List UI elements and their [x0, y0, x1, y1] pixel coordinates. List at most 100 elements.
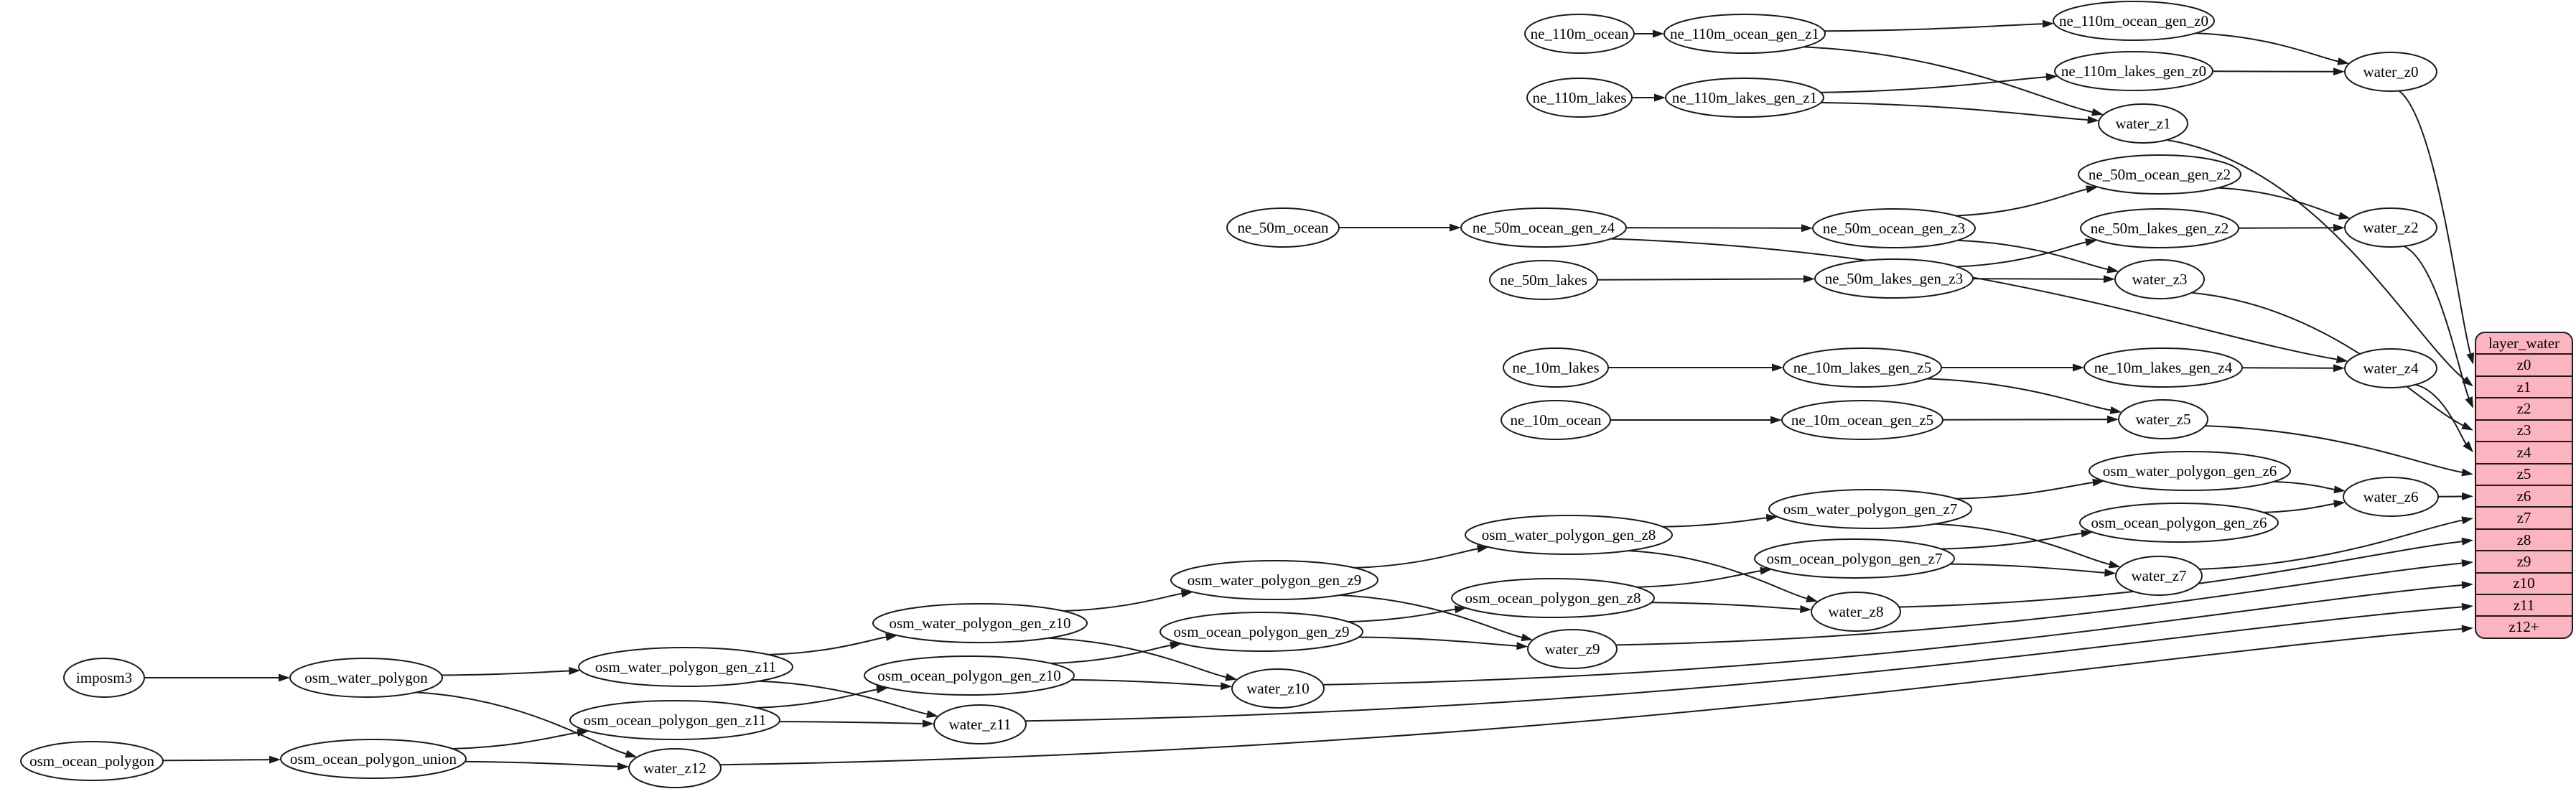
edge-osm_water_polygon_gen_z10-to-water_z10	[1047, 637, 1226, 678]
node-ne_50m_ocean_gen_z3: ne_50m_ocean_gen_z3	[1812, 208, 1976, 248]
node-label: water_z1	[2116, 115, 2171, 132]
node-ellipse	[1460, 207, 1627, 248]
layer-water-row-z6: z6	[2476, 484, 2572, 506]
node-ellipse	[1501, 400, 1611, 440]
node-ellipse	[2098, 103, 2188, 144]
node-ne_10m_lakes_gen_z5: ne_10m_lakes_gen_z5	[1783, 347, 1942, 388]
node-water_z12: water_z12	[628, 748, 722, 788]
node-ellipse	[2343, 477, 2439, 517]
arrowhead-icon	[2462, 492, 2473, 500]
node-ellipse	[2053, 1, 2215, 41]
layer-water-row-z4: z4	[2476, 441, 2572, 462]
arrowhead-icon	[1516, 642, 1529, 650]
node-osm_water_polygon_gen_z7: osm_water_polygon_gen_z7	[1768, 489, 1972, 529]
node-ellipse	[2344, 207, 2437, 248]
node-water_z0: water_z0	[2344, 52, 2437, 92]
node-label: ne_50m_ocean_gen_z4	[1473, 219, 1615, 236]
node-osm_ocean_polygon_gen_z11: osm_ocean_polygon_gen_z11	[569, 700, 780, 740]
node-osm_water_polygon: osm_water_polygon	[289, 658, 443, 698]
node-label: osm_water_polygon_gen_z7	[1783, 500, 1958, 518]
node-ellipse	[63, 658, 145, 698]
node-label: water_z3	[2132, 271, 2188, 288]
node-osm_water_polygon_gen_z10: osm_water_polygon_gen_z10	[872, 603, 1088, 643]
edge-water_z10-to-layer_water-z10	[1322, 584, 2463, 686]
arrowhead-icon	[2107, 415, 2119, 424]
node-ellipse	[933, 704, 1027, 744]
node-ne_10m_ocean_gen_z5: ne_10m_ocean_gen_z5	[1781, 400, 1943, 440]
edge-osm_water_polygon_gen_z9-to-osm_water_polygon_gen_z8	[1354, 548, 1478, 569]
edge-water_z0-to-layer_water-z0	[2398, 90, 2471, 354]
edge-ne_50m_ocean_gen_z2-to-water_z2	[2218, 187, 2340, 217]
node-label: ne_10m_lakes_gen_z4	[2094, 359, 2233, 376]
arrowhead-icon	[2042, 19, 2054, 28]
node-osm_water_polygon_gen_z11: osm_water_polygon_gen_z11	[578, 647, 793, 687]
node-osm_ocean_polygon: osm_ocean_polygon	[20, 741, 164, 781]
edge-ne_50m_ocean_gen_z4-to-water_z4	[1610, 238, 2337, 360]
edge-ne_110m_ocean_gen_z1-to-ne_110m_ocean_gen_z0	[1824, 23, 2043, 32]
arrowhead-icon	[2461, 421, 2473, 431]
arrowhead-icon	[1225, 673, 1238, 681]
node-osm_water_polygon_gen_z9: osm_water_polygon_gen_z9	[1170, 560, 1378, 600]
node-ne_50m_lakes: ne_50m_lakes	[1489, 260, 1598, 300]
node-osm_ocean_polygon_gen_z6: osm_ocean_polygon_gen_z6	[2079, 503, 2279, 543]
arrowhead-icon	[2333, 223, 2345, 232]
node-label: ne_10m_lakes_gen_z5	[1793, 359, 1931, 376]
edge-osm_water_polygon_gen_z9-to-water_z9	[1339, 594, 1522, 638]
node-label: water_z0	[2363, 63, 2419, 80]
node-water_z4: water_z4	[2344, 348, 2437, 388]
arrowhead-icon	[1653, 29, 1664, 38]
node-label: ne_110m_lakes_gen_z0	[2061, 62, 2206, 80]
arrowhead-icon	[2108, 560, 2121, 569]
node-label: ne_110m_lakes	[1532, 89, 1626, 106]
edge-ne_110m_ocean_gen_z1-to-water_z1	[1803, 46, 2093, 113]
node-label: ne_50m_lakes_gen_z2	[2091, 220, 2229, 237]
arrowhead-icon	[1765, 513, 1778, 522]
arrowhead-icon	[2086, 185, 2098, 193]
node-osm_ocean_polygon_union: osm_ocean_polygon_union	[280, 739, 467, 779]
node-label: osm_water_polygon_gen_z8	[1482, 526, 1656, 543]
node-water_z6: water_z6	[2343, 477, 2439, 517]
node-ellipse	[1489, 260, 1598, 300]
arrowhead-icon	[2461, 559, 2473, 567]
arrowhead-icon	[2335, 355, 2348, 363]
node-ellipse	[1226, 207, 1340, 248]
edge-osm_water_polygon-to-osm_water_polygon_gen_z11	[442, 670, 569, 676]
node-ellipse	[2079, 503, 2279, 543]
edge-water_z12-to-layer_water-z12+	[719, 628, 2463, 766]
arrowhead-icon	[2337, 57, 2350, 65]
arrowhead-icon	[2461, 581, 2473, 589]
node-ellipse	[280, 739, 467, 779]
edge-osm_ocean_polygon_union-to-osm_ocean_polygon_gen_z11	[452, 732, 578, 750]
edge-water_z7-to-layer_water-z7	[2199, 519, 2463, 570]
arrowhead-icon	[1772, 363, 1783, 372]
node-label: water_z9	[1545, 640, 1600, 658]
node-water_z2: water_z2	[2344, 207, 2437, 248]
arrowhead-icon	[2091, 108, 2104, 116]
edge-water_z9-to-layer_water-z9	[1615, 562, 2463, 646]
node-imposm3: imposm3	[63, 658, 145, 698]
node-ellipse	[1783, 347, 1942, 388]
edge-water_z5-to-layer_water-z5	[2205, 425, 2463, 473]
node-osm_water_polygon_gen_z6: osm_water_polygon_gen_z6	[2089, 451, 2291, 491]
node-ellipse	[1526, 78, 1633, 118]
node-water_z10: water_z10	[1231, 668, 1325, 709]
node-ellipse	[1231, 668, 1325, 709]
node-water_z5: water_z5	[2118, 399, 2208, 439]
node-ellipse	[569, 700, 780, 740]
node-ne_110m_lakes_gen_z1: ne_110m_lakes_gen_z1	[1665, 78, 1824, 118]
arrowhead-icon	[2081, 529, 2093, 538]
node-ellipse	[1524, 14, 1635, 54]
node-label: osm_ocean_polygon_gen_z7	[1767, 550, 1943, 567]
node-ne_110m_ocean_gen_z1: ne_110m_ocean_gen_z1	[1663, 14, 1826, 54]
arrowhead-icon	[2461, 468, 2473, 477]
node-label: water_z6	[2363, 488, 2419, 505]
node-ellipse	[2054, 51, 2213, 91]
edge-osm_ocean_polygon_gen_z8-to-osm_ocean_polygon_gen_z7	[1636, 570, 1761, 588]
node-ellipse	[1170, 560, 1378, 600]
edge-osm_ocean_polygon_union-to-water_z12	[465, 760, 618, 767]
node-ellipse	[1665, 78, 1824, 118]
node-label: osm_water_polygon	[304, 669, 428, 686]
node-ellipse	[289, 658, 443, 698]
node-label: osm_water_polygon_gen_z10	[889, 615, 1070, 632]
